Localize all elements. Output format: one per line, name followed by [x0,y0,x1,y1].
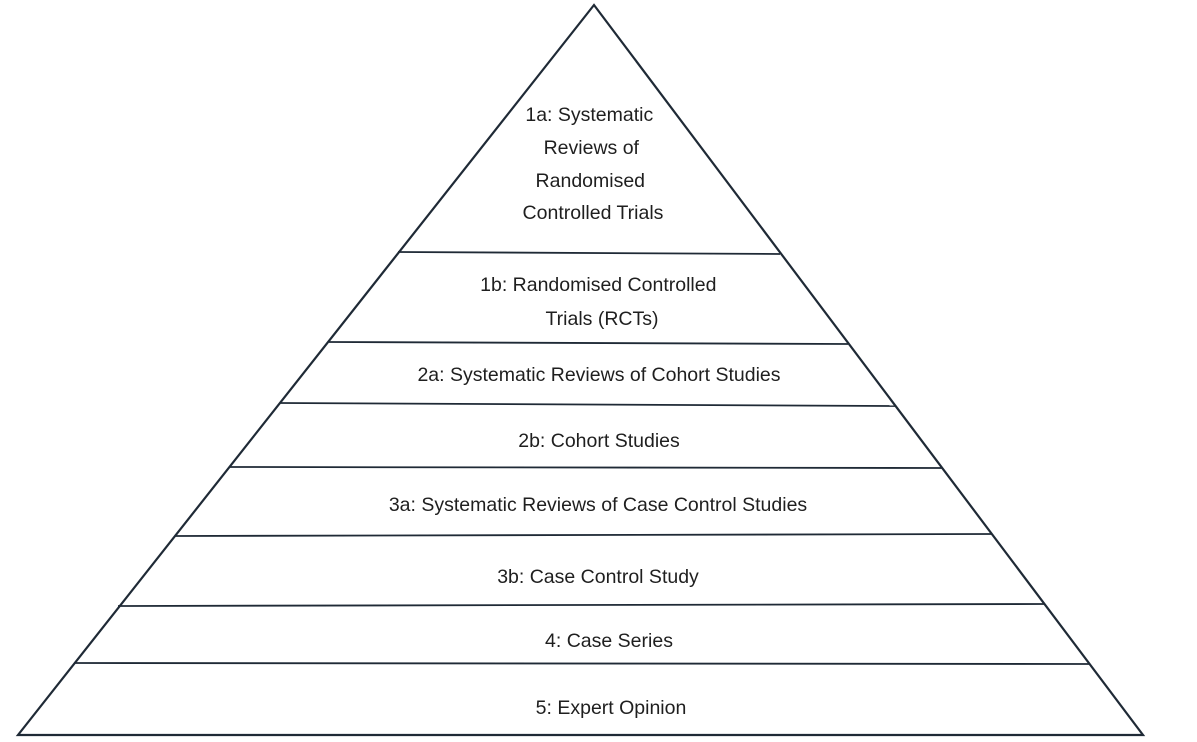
level-1a-line-4: Controlled Trials [523,202,664,224]
divider-2b-3a [228,466,943,469]
divider-1a-1b [397,251,781,255]
level-1b-label: 1b: Randomised Controlled Trials (RCTs) [480,274,722,330]
level-1a-label: 1a: Systematic Reviews of Randomised Con… [523,104,664,224]
level-1a-line-3: Randomised [536,170,645,192]
level-1a-line-2: Reviews of [544,137,640,159]
level-2b-label: 2b: Cohort Studies [518,430,680,452]
divider-2a-2b [279,402,896,407]
level-1a-line-1: 1a: Systematic [525,104,653,126]
divider-3b-4 [117,603,1045,607]
pyramid-outline [15,3,1146,737]
level-5-label: 5: Expert Opinion [536,697,687,719]
divider-4-5 [73,662,1091,665]
divider-1b-2a [328,341,849,345]
level-3a-label: 3a: Systematic Reviews of Case Control S… [389,494,808,516]
level-4-label: 4: Case Series [545,630,673,652]
divider-3a-3b [174,533,993,537]
level-1b-line-1: 1b: Randomised Controlled [480,274,716,296]
level-1b-line-2: Trials (RCTs) [545,308,658,330]
level-3b-label: 3b: Case Control Study [497,566,699,588]
level-2a-label: 2a: Systematic Reviews of Cohort Studies [417,364,780,386]
